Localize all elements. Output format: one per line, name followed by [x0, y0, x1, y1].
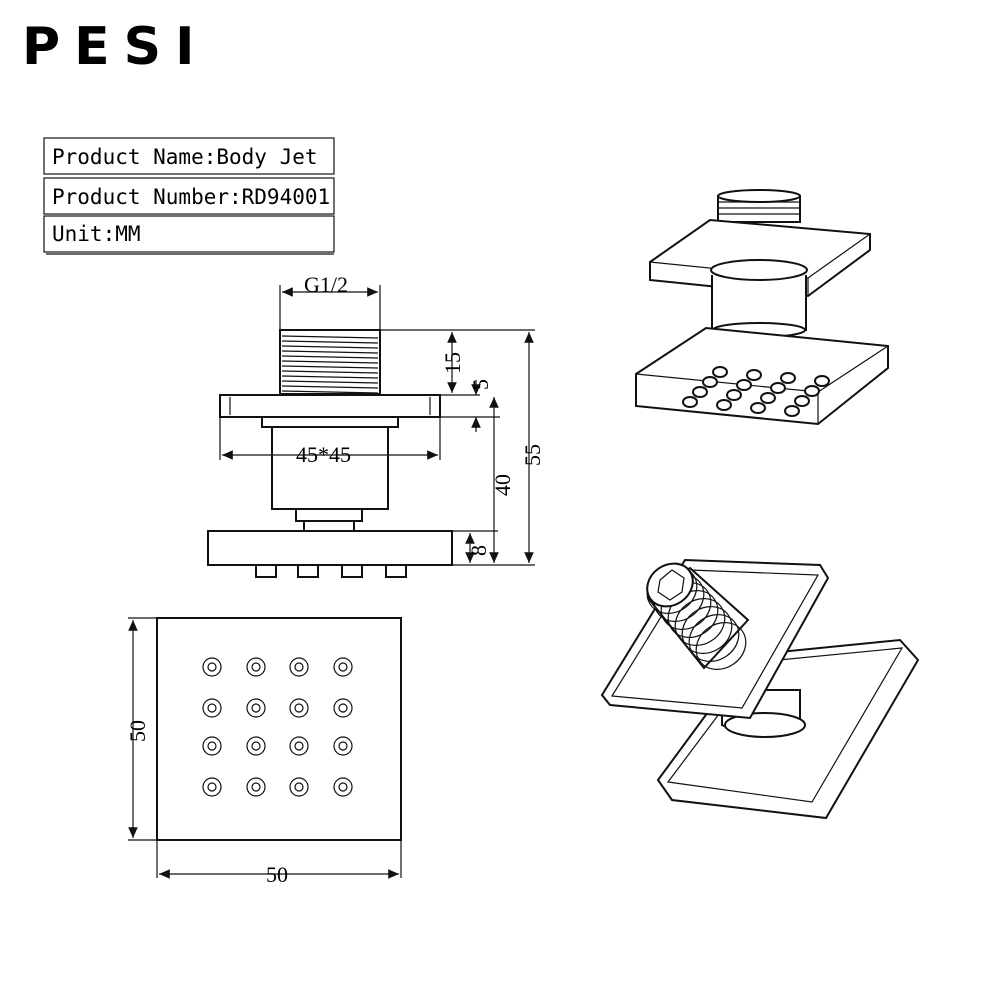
nozzle-outer: [333, 777, 353, 797]
nozzle-outer: [202, 698, 222, 718]
nozzle-tip: [255, 564, 277, 578]
product-number: Product Number:RD94001: [52, 185, 330, 209]
dim-plate-size: 45*45: [296, 442, 351, 467]
iso-nozzle: [770, 382, 786, 394]
spec-table: Product Name:Body Jet Product Number:RD9…: [43, 137, 335, 255]
nozzle-inner: [207, 782, 217, 792]
iso-nozzle: [780, 372, 796, 384]
unit-label: Unit:MM: [52, 222, 141, 246]
nozzle-outer: [246, 657, 266, 677]
iso-nozzle: [804, 385, 820, 397]
nozzle-outer: [202, 657, 222, 677]
nozzle-grid: [202, 657, 353, 797]
nozzle-inner: [294, 662, 304, 672]
isometric-view-top: [635, 189, 889, 426]
dim-body-height: 40: [490, 474, 515, 496]
iso-thread-ring: [674, 598, 726, 646]
thread-line: [281, 370, 379, 374]
dim-thread: G1/2: [304, 272, 348, 297]
iso-thread-ring: [695, 622, 747, 670]
iso-nozzle: [750, 402, 766, 414]
iso-nozzle: [726, 389, 742, 401]
thread-line: [281, 380, 379, 384]
nozzle-outer: [289, 657, 309, 677]
dim-plate-thickness: 5: [468, 379, 493, 390]
thread-line: [281, 335, 379, 339]
nozzle-outer: [202, 736, 222, 756]
nozzle-tips: [255, 564, 407, 578]
nozzle-inner: [294, 782, 304, 792]
nozzle-inner: [338, 703, 348, 713]
thread-line: [281, 390, 379, 394]
iso-nozzle: [760, 392, 776, 404]
iso-nozzle: [712, 366, 728, 378]
nozzle-inner: [338, 741, 348, 751]
iso-nozzle: [736, 379, 752, 391]
iso-nozzle: [794, 395, 810, 407]
dim-face-width: 50: [266, 862, 288, 887]
dim-thread-height: 15: [440, 352, 465, 374]
thread-line: [281, 365, 379, 369]
nozzle-inner: [294, 741, 304, 751]
nozzle-inner: [251, 741, 261, 751]
nozzle-tip: [341, 564, 363, 578]
iso-nozzle: [692, 386, 708, 398]
iso-nozzle: [814, 375, 830, 387]
product-name: Product Name:Body Jet: [52, 145, 318, 169]
iso-nozzle: [784, 405, 800, 417]
nozzle-outer: [246, 698, 266, 718]
thread-line: [281, 375, 379, 379]
thread-line: [281, 360, 379, 364]
nozzle-outer: [246, 736, 266, 756]
nozzle-tip: [297, 564, 319, 578]
front-view: 50 50: [125, 617, 402, 887]
nozzle-outer: [289, 736, 309, 756]
nozzle-inner: [207, 662, 217, 672]
iso-nozzle: [682, 396, 698, 408]
side-view: G1/2 45*45 15 5 40 55 8: [207, 272, 545, 578]
nozzle-outer: [202, 777, 222, 797]
nozzle-outer: [333, 736, 353, 756]
nozzle-outer: [333, 698, 353, 718]
iso-nozzle: [746, 369, 762, 381]
dim-total-height: 55: [520, 444, 545, 466]
dim-face-height: 50: [125, 720, 150, 742]
nozzle-inner: [251, 662, 261, 672]
nozzle-outer: [289, 698, 309, 718]
iso-nozzle: [702, 376, 718, 388]
thread-line: [281, 340, 379, 344]
thread-line: [281, 355, 379, 359]
brand-logo: PESI: [22, 17, 208, 77]
nozzle-outer: [289, 777, 309, 797]
iso-thread-ring: [688, 614, 740, 662]
thread-line: [281, 350, 379, 354]
iso-nozzles: [682, 366, 830, 417]
nozzle-inner: [294, 703, 304, 713]
nozzle-outer: [333, 657, 353, 677]
nozzle-inner: [251, 703, 261, 713]
nozzle-inner: [338, 782, 348, 792]
nozzle-outer: [246, 777, 266, 797]
nozzle-tip: [385, 564, 407, 578]
nozzle-inner: [338, 662, 348, 672]
iso-thread-ring: [681, 606, 733, 654]
thread-line: [281, 385, 379, 389]
nozzle-inner: [251, 782, 261, 792]
nozzle-inner: [207, 703, 217, 713]
nozzle-inner: [207, 741, 217, 751]
isometric-view-bottom: [600, 558, 920, 820]
thread-lines: [281, 335, 379, 394]
dim-head-thickness: 8: [466, 545, 491, 556]
iso-nozzle: [716, 399, 732, 411]
thread-line: [281, 345, 379, 349]
